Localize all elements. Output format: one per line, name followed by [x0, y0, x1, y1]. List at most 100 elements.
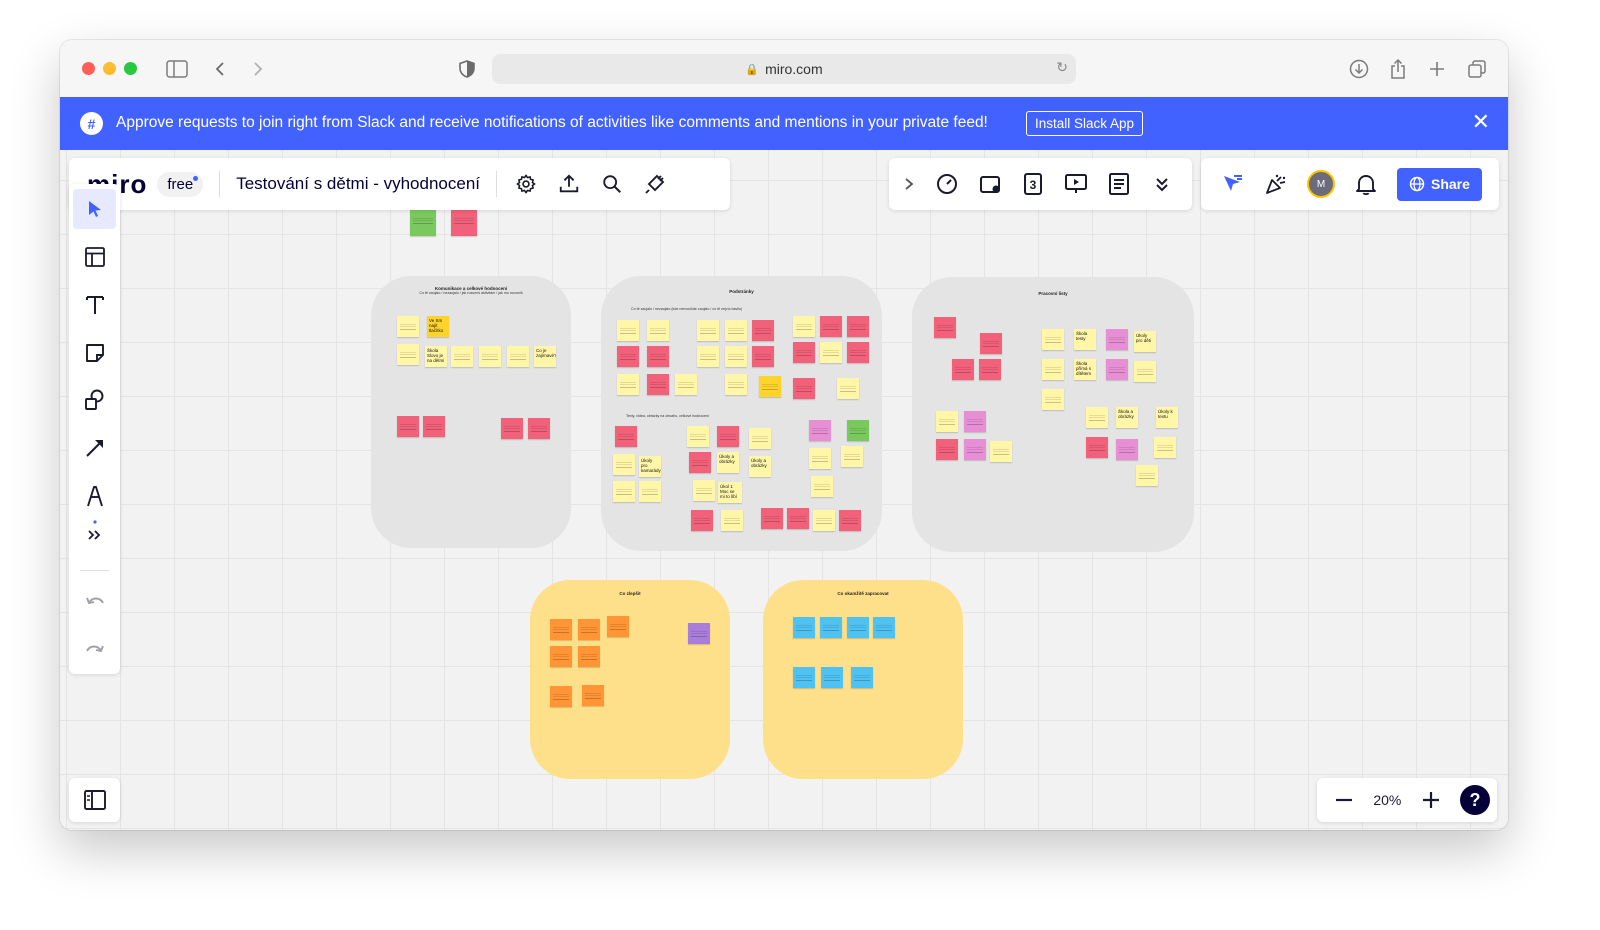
sticky-note[interactable] [752, 346, 774, 367]
maximize-window-button[interactable] [124, 62, 137, 75]
close-window-button[interactable] [82, 62, 95, 75]
apps-icon[interactable] [642, 171, 668, 197]
sticky-note[interactable] [639, 481, 661, 502]
sticky-note[interactable] [693, 480, 715, 501]
sticky-note[interactable] [451, 210, 477, 236]
sticky-note[interactable] [1154, 437, 1176, 458]
notes-icon[interactable] [1106, 171, 1132, 197]
install-slack-app-button[interactable]: Install Slack App [1026, 111, 1144, 136]
new-tab-icon[interactable] [1424, 56, 1450, 82]
connection-line-icon[interactable] [73, 428, 116, 468]
upload-icon[interactable] [556, 171, 582, 197]
sticky-note[interactable] [582, 685, 604, 706]
sticky-note[interactable] [717, 426, 739, 447]
sticky-note[interactable] [761, 508, 783, 529]
sticky-note[interactable] [528, 418, 550, 439]
sticky-note[interactable] [759, 376, 781, 397]
sticky-note[interactable] [647, 374, 669, 395]
sticky-note[interactable] [964, 439, 986, 460]
sticky-note[interactable] [688, 623, 710, 644]
undo-icon[interactable] [73, 582, 116, 622]
sticky-note[interactable] [1042, 359, 1064, 380]
sticky-note[interactable] [821, 667, 843, 688]
sticky-note[interactable] [397, 344, 419, 365]
sticky-note[interactable] [952, 359, 974, 380]
sticky-note[interactable] [1106, 329, 1128, 350]
sticky-note[interactable] [617, 346, 639, 367]
sticky-note[interactable] [990, 441, 1012, 462]
sticky-note[interactable] [647, 320, 669, 341]
sticky-note[interactable] [410, 210, 436, 236]
sticky-note[interactable] [980, 333, 1002, 354]
sticky-note[interactable] [979, 359, 1001, 380]
shield-icon[interactable] [454, 56, 480, 82]
sticky-note[interactable] [793, 667, 815, 688]
sticky-note[interactable] [837, 378, 859, 399]
sticky-note[interactable] [725, 346, 747, 367]
sticky-note[interactable] [793, 378, 815, 399]
frame-subpages[interactable]: Podstránky Co tě zaujalo / nezaujalo (kd… [601, 276, 882, 551]
sticky-note[interactable] [607, 616, 629, 637]
sticky-note[interactable] [936, 411, 958, 432]
sticky-note[interactable] [617, 374, 639, 395]
sticky-note[interactable] [820, 316, 842, 337]
chevron-right-icon[interactable] [901, 171, 917, 197]
sticky-note[interactable]: Ve Sm najít tlačítko [427, 316, 449, 337]
sticky-note-tool-icon[interactable] [73, 333, 116, 373]
minimize-window-button[interactable] [103, 62, 116, 75]
sticky-note[interactable]: Úkoly pro děti [1134, 331, 1156, 352]
sticky-note[interactable] [1134, 361, 1156, 382]
sticky-note[interactable] [613, 454, 635, 475]
presentation-icon[interactable] [1063, 171, 1089, 197]
sticky-note[interactable] [851, 667, 873, 688]
sticky-note[interactable] [809, 420, 831, 441]
sticky-note[interactable] [501, 418, 523, 439]
board-title[interactable]: Testování s dětmi - vyhodnocení [236, 174, 480, 193]
timer-icon[interactable] [934, 171, 960, 197]
sticky-note[interactable] [550, 686, 572, 707]
sticky-note[interactable] [847, 420, 869, 441]
sticky-note[interactable] [1086, 437, 1108, 458]
search-icon[interactable] [599, 171, 625, 197]
sticky-note[interactable] [721, 510, 743, 531]
sticky-note[interactable] [687, 426, 709, 447]
sticky-note[interactable] [578, 619, 600, 640]
sticky-note[interactable] [1116, 439, 1138, 460]
shapes-tool-icon[interactable] [73, 380, 116, 420]
sticky-note[interactable]: Co je zajímavé? [534, 346, 556, 367]
sticky-note[interactable] [689, 452, 711, 473]
sticky-note[interactable] [936, 439, 958, 460]
frame-worksheets[interactable]: Pracovní listy Škola testy Úkoly pro dět… [912, 277, 1194, 552]
frame-implement-now[interactable]: Co okamžitě zapracovat [763, 580, 963, 779]
help-button[interactable]: ? [1459, 785, 1490, 815]
sticky-note[interactable]: Úkol 1 Moc se mi to líbí [718, 482, 742, 503]
sticky-note[interactable] [615, 426, 637, 447]
sticky-note[interactable] [793, 316, 815, 337]
sticky-note[interactable]: Úkoly a obrázky [749, 456, 771, 477]
download-icon[interactable] [1346, 56, 1372, 82]
tab-overview-icon[interactable] [1464, 56, 1490, 82]
sticky-note[interactable] [697, 346, 719, 367]
sticky-note[interactable] [550, 646, 572, 667]
sticky-note[interactable] [847, 316, 869, 337]
sticky-note[interactable] [820, 617, 842, 638]
select-tool-icon[interactable] [73, 189, 116, 229]
sticky-note[interactable] [847, 342, 869, 363]
share-page-icon[interactable] [1385, 56, 1411, 82]
sticky-note[interactable] [813, 510, 835, 531]
sticky-note[interactable] [1042, 329, 1064, 350]
reload-icon[interactable]: ↻ [1056, 59, 1068, 75]
forward-icon[interactable] [245, 56, 271, 82]
text-tool-icon[interactable] [73, 285, 116, 325]
cursor-follow-icon[interactable] [1219, 171, 1245, 197]
zoom-in-icon[interactable] [1418, 787, 1444, 813]
sticky-note[interactable] [725, 374, 747, 395]
frame-communication[interactable]: Komunikace a celkové hodnocení Co tě zau… [371, 276, 571, 548]
zoom-out-icon[interactable] [1331, 787, 1357, 813]
sticky-note[interactable] [752, 320, 774, 341]
sticky-note[interactable] [423, 416, 445, 437]
close-banner-icon[interactable]: ✕ [1471, 109, 1490, 134]
sticky-note[interactable] [847, 617, 869, 638]
sticky-note[interactable] [1042, 389, 1064, 410]
sticky-note[interactable] [809, 448, 831, 469]
